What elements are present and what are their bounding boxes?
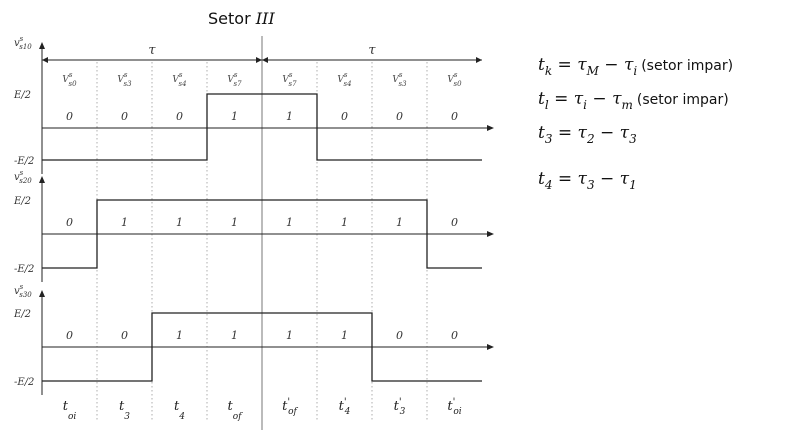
waveform-trace: [42, 93, 482, 161]
timing-equations: tk = τM − τi(setor impar) tl = τi − τm(se…: [538, 55, 733, 192]
arrow-head: [256, 57, 262, 63]
bit-label: 0: [396, 110, 403, 123]
arrow-head: [262, 57, 268, 63]
tau-label-right: τ: [368, 43, 376, 58]
y-axis-arrow: [39, 176, 45, 183]
bit-label: 1: [176, 216, 183, 229]
bit-label: 1: [231, 329, 238, 342]
diagram-title: Setor III: [208, 9, 275, 28]
arrow-head: [42, 57, 48, 63]
waveform-trace: [42, 312, 482, 382]
bit-label: 1: [121, 216, 128, 229]
time-label: t4: [174, 399, 185, 422]
x-axis-arrow: [487, 231, 494, 237]
bit-label: 0: [341, 110, 348, 123]
bit-label: 0: [451, 110, 458, 123]
timing-equation: tk = τM − τi(setor impar): [538, 55, 733, 78]
level-low-label: -E/2: [14, 156, 34, 167]
tau-label-left: τ: [148, 43, 156, 58]
level-high-label: E/2: [13, 196, 31, 207]
time-label: t'of: [282, 397, 298, 417]
bit-label: 1: [341, 329, 348, 342]
y-axis-arrow: [39, 290, 45, 297]
bit-label: 0: [66, 110, 73, 123]
bit-label: 1: [396, 216, 403, 229]
arrow-head: [476, 57, 482, 63]
level-high-label: E/2: [13, 90, 31, 101]
time-label: t'4: [339, 397, 351, 417]
bit-label: 0: [121, 110, 128, 123]
bit-label: 1: [286, 216, 293, 229]
bit-label: 1: [286, 110, 293, 123]
level-high-label: E/2: [13, 309, 31, 320]
waveform-trace: [42, 199, 482, 269]
level-low-label: -E/2: [14, 377, 34, 388]
time-label: toi: [63, 399, 77, 422]
time-label: tof: [228, 399, 244, 422]
bit-label: 0: [176, 110, 183, 123]
bit-label: 1: [286, 329, 293, 342]
x-axis-arrow: [487, 344, 494, 350]
timing-equation: t4 = τ3 − τ1: [538, 169, 637, 192]
bit-label: 0: [66, 329, 73, 342]
time-label: t'oi: [447, 397, 461, 417]
bit-label: 0: [66, 216, 73, 229]
timing-equation: t3 = τ2 − τ3: [538, 123, 637, 146]
timing-equation: tl = τi − τm(setor impar): [538, 89, 729, 112]
bit-label: 0: [121, 329, 128, 342]
bit-label: 0: [396, 329, 403, 342]
time-interval-labels: toi t3 t4 tof t'of t'4 t'3 t'oi: [63, 397, 462, 422]
time-label: t'3: [394, 397, 406, 417]
time-label: t3: [119, 399, 130, 422]
bit-label: 1: [231, 110, 238, 123]
y-axis-arrow: [39, 42, 45, 49]
bit-label: 0: [451, 329, 458, 342]
bit-label: 1: [231, 216, 238, 229]
bit-label: 1: [176, 329, 183, 342]
bit-label: 0: [451, 216, 458, 229]
bit-label: 1: [341, 216, 348, 229]
level-low-label: -E/2: [14, 264, 34, 275]
x-axis-arrow: [487, 125, 494, 131]
